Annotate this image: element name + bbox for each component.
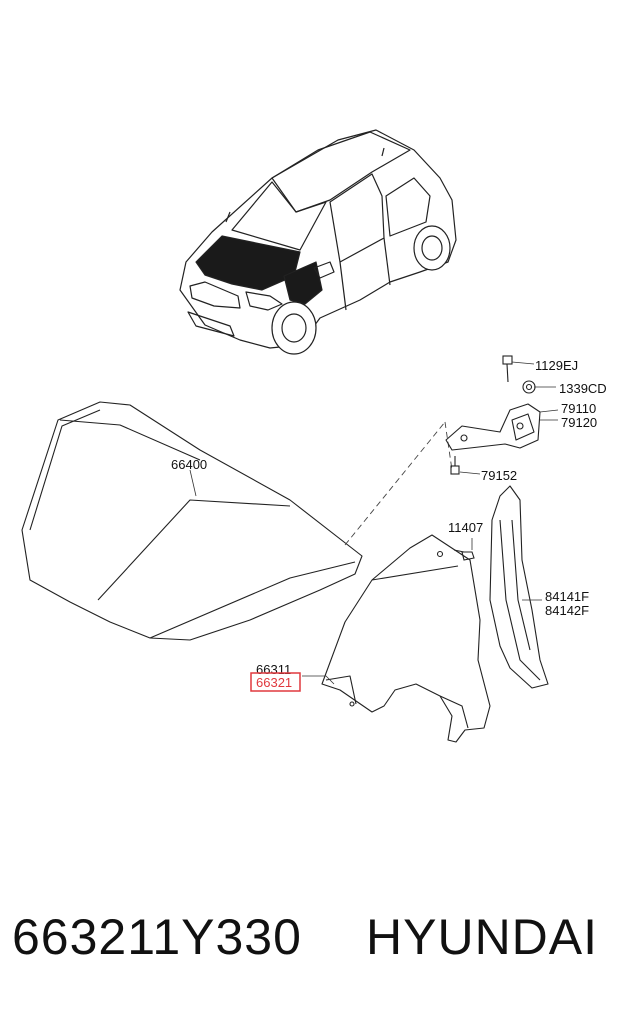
- hood-panel: [21, 401, 363, 641]
- callout-84141f: 84141F: [545, 589, 589, 604]
- leader-lines-dashed: [344, 421, 453, 546]
- callout-79120: 79120: [561, 415, 597, 430]
- fender-insulator: [489, 485, 549, 689]
- brand-name: HYUNDAI: [366, 909, 599, 965]
- hood-hinge: [445, 403, 541, 451]
- bolt-79152: [450, 456, 460, 475]
- screw-11407: [453, 549, 475, 561]
- bolt-1129ej: [502, 355, 513, 383]
- nut-1339cd: [522, 380, 536, 394]
- footer: 663211Y330 HYUNDAI: [0, 900, 620, 980]
- car-illustration: [179, 129, 457, 355]
- front-fender: [321, 534, 491, 743]
- leader-lines: [189, 361, 559, 685]
- callout-84142f: 84142F: [545, 603, 589, 618]
- callout-1339cd: 1339CD: [559, 381, 607, 396]
- callout-1129ej: 1129EJ: [535, 358, 578, 373]
- callout-79152: 79152: [481, 468, 517, 483]
- callout-66321: 66321: [256, 675, 292, 690]
- callout-66400: 66400: [171, 457, 207, 472]
- highlight-box: [250, 672, 301, 692]
- part-number: 663211Y330: [12, 909, 302, 965]
- callout-79110: 79110: [561, 401, 596, 416]
- callout-11407: 11407: [448, 520, 483, 535]
- callout-labels: 1129EJ 1339CD 79110 79120 79152 66400 11…: [171, 358, 607, 692]
